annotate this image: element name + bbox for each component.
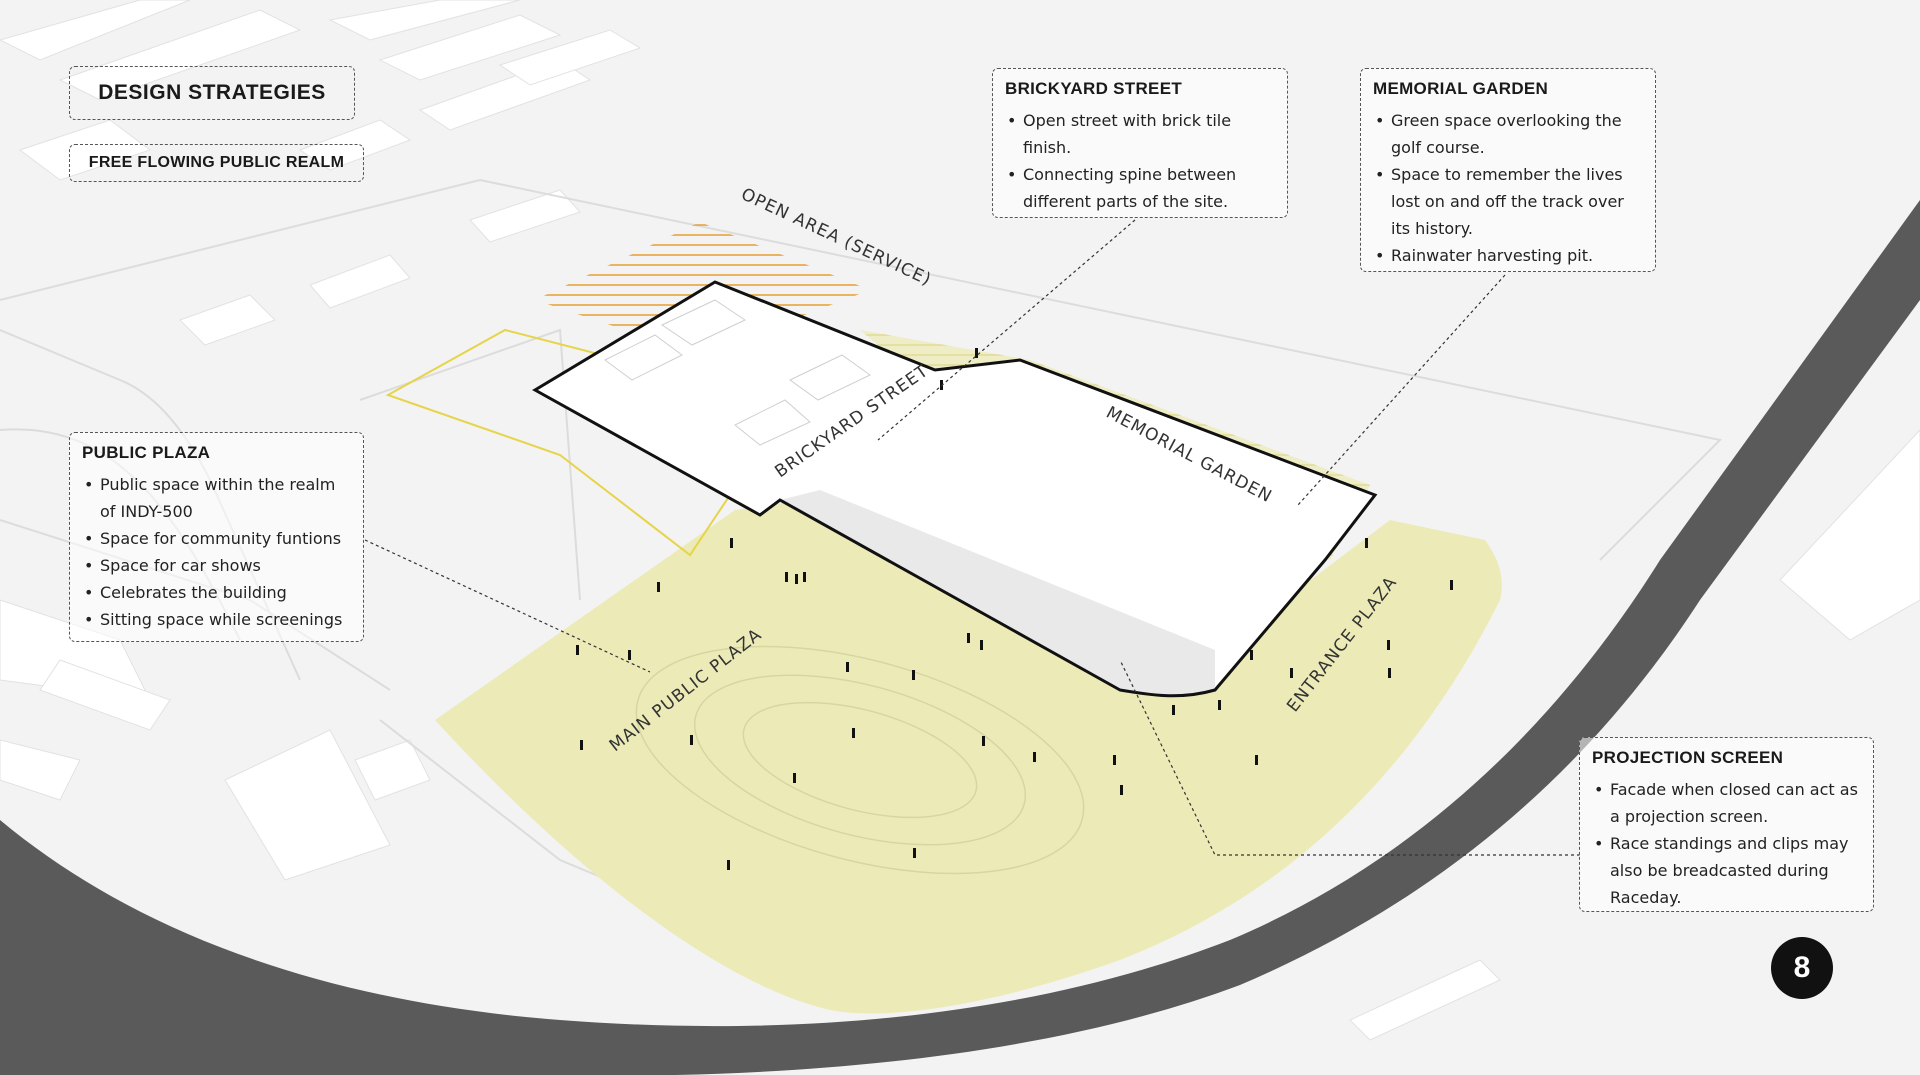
- callout-list: Green space overlooking the golf course.…: [1373, 107, 1643, 269]
- people-figures: [576, 348, 1453, 870]
- list-item: Rainwater harvesting pit.: [1375, 242, 1643, 269]
- list-item: Public space within the realm of INDY-50…: [84, 471, 351, 525]
- callout-title: MEMORIAL GARDEN: [1373, 79, 1549, 98]
- callout-public-plaza: PUBLIC PLAZA Public space within the rea…: [69, 432, 364, 642]
- main-building: [532, 280, 1378, 698]
- list-item: Connecting spine between different parts…: [1007, 161, 1275, 215]
- list-item: Celebrates the building: [84, 579, 351, 606]
- callout-title: BRICKYARD STREET: [1005, 79, 1183, 98]
- list-item: Space to remember the lives lost on and …: [1375, 161, 1643, 242]
- callout-memorial-garden: MEMORIAL GARDEN Green space overlooking …: [1360, 68, 1656, 272]
- callout-brickyard-street: BRICKYARD STREET Open street with brick …: [992, 68, 1288, 218]
- plaza-rings: [635, 645, 1085, 875]
- leader-lines: [364, 219, 1580, 856]
- list-item: Sitting space while screenings: [84, 606, 351, 633]
- callout-list: Open street with brick tile finish. Conn…: [1005, 107, 1275, 215]
- callout-title: PUBLIC PLAZA: [82, 443, 211, 462]
- callout-title: PROJECTION SCREEN: [1592, 748, 1784, 767]
- callout-list: Facade when closed can act as a projecti…: [1592, 776, 1861, 911]
- race-track: [0, 200, 1920, 1075]
- plaza-area: [435, 490, 1502, 1014]
- list-item: Facade when closed can act as a projecti…: [1594, 776, 1861, 830]
- page-title: DESIGN STRATEGIES: [69, 66, 355, 120]
- page-number-badge: 8: [1771, 937, 1833, 999]
- callout-list: Public space within the realm of INDY-50…: [82, 471, 351, 633]
- list-item: Green space overlooking the golf course.: [1375, 107, 1643, 161]
- list-item: Space for car shows: [84, 552, 351, 579]
- list-item: Space for community funtions: [84, 525, 351, 552]
- list-item: Open street with brick tile finish.: [1007, 107, 1275, 161]
- list-item: Race standings and clips may also be bre…: [1594, 830, 1861, 911]
- page-subtitle: FREE FLOWING PUBLIC REALM: [69, 144, 364, 182]
- callout-projection-screen: PROJECTION SCREEN Facade when closed can…: [1579, 737, 1874, 912]
